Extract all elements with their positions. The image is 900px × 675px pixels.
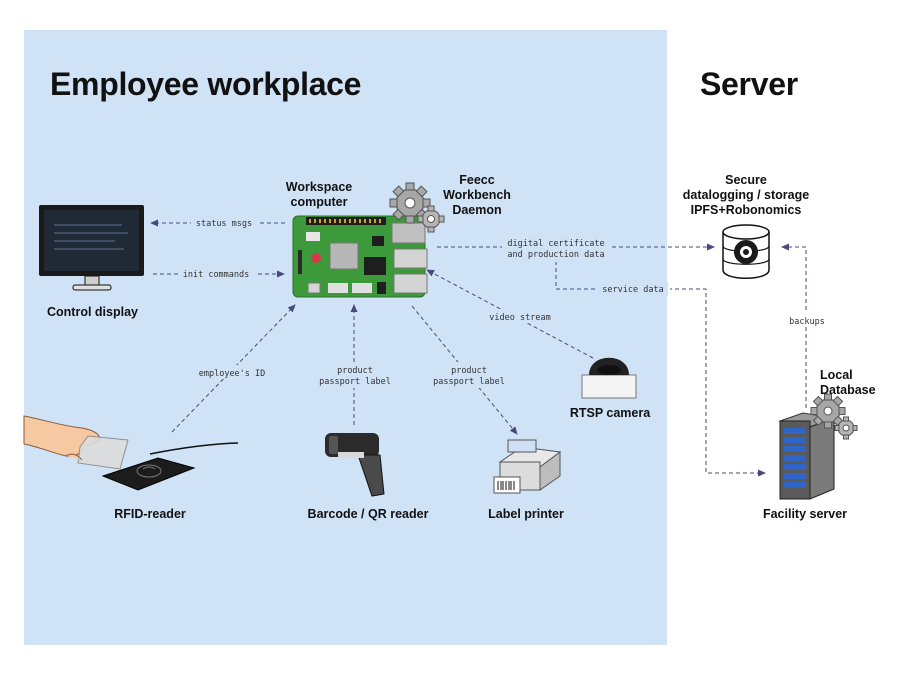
workplace-title: Employee workplace [50, 66, 362, 102]
secure-storage-label-line3: IPFS+Robonomics [690, 203, 802, 217]
employee-id-label: employee's ID [199, 369, 266, 379]
daemon-label-line2: Workbench [443, 188, 511, 202]
rtsp-camera-label: RTSP camera [569, 406, 651, 420]
database-gears-icon [810, 393, 858, 440]
hand-with-card-icon [23, 415, 129, 470]
rfid-reader-label: RFID-reader [114, 507, 186, 521]
local-database-label-line1: Local [820, 368, 853, 382]
workspace-computer-icon [292, 215, 428, 298]
daemon-gears-icon [389, 182, 445, 233]
video-stream-label: video stream [489, 313, 550, 323]
certificate-label-line1: digital certificate [507, 239, 604, 249]
control-display-label: Control display [47, 305, 138, 319]
secure-storage-label: Secure datalogging / storage IPFS+Robono… [670, 173, 822, 218]
secure-storage-label-line2: datalogging / storage [682, 188, 810, 202]
label-printer-label: Label printer [488, 507, 564, 521]
employee-id-arrow [171, 304, 296, 433]
workspace-computer-label-line1: Workspace [285, 180, 353, 194]
rtsp-camera-icon [581, 357, 637, 399]
barcode-reader-label: Barcode / QR reader [307, 507, 429, 521]
status-msgs-label: status msgs [196, 219, 252, 229]
facility-server-label: Facility server [762, 507, 848, 521]
barcode-scanner-icon [325, 433, 385, 497]
local-database-label: Local Database [820, 368, 884, 398]
label-printer-icon [493, 439, 562, 494]
daemon-label-line1: Feecc [459, 173, 495, 187]
service-data-label: service data [602, 285, 663, 295]
service-data-arrow [555, 254, 766, 477]
secure-storage-icon [722, 224, 770, 279]
secure-storage-label-line1: Secure [725, 173, 767, 187]
local-database-label-line2: Database [820, 383, 876, 397]
passport-print-label-line1: product [451, 366, 487, 376]
passport-scan-label-line1: product [337, 366, 373, 376]
passport-scan-label-line2: passport label [319, 377, 391, 387]
passport-print-label-line2: passport label [433, 377, 505, 387]
workspace-computer-label: Workspace computer [274, 180, 364, 210]
facility-server-icon [778, 412, 836, 500]
daemon-label-line3: Daemon [452, 203, 502, 217]
backups-arrow [781, 243, 807, 408]
server-title: Server [700, 66, 798, 102]
rfid-reader-icon [101, 442, 239, 491]
backups-label: backups [789, 317, 825, 327]
employee-workplace-panel [24, 30, 667, 645]
daemon-label: Feecc Workbench Daemon [436, 173, 518, 218]
monitor-icon [39, 205, 144, 291]
init-commands-label: init commands [183, 270, 250, 280]
certificate-label-line2: and production data [507, 250, 604, 260]
workspace-computer-label-line2: computer [290, 195, 348, 209]
